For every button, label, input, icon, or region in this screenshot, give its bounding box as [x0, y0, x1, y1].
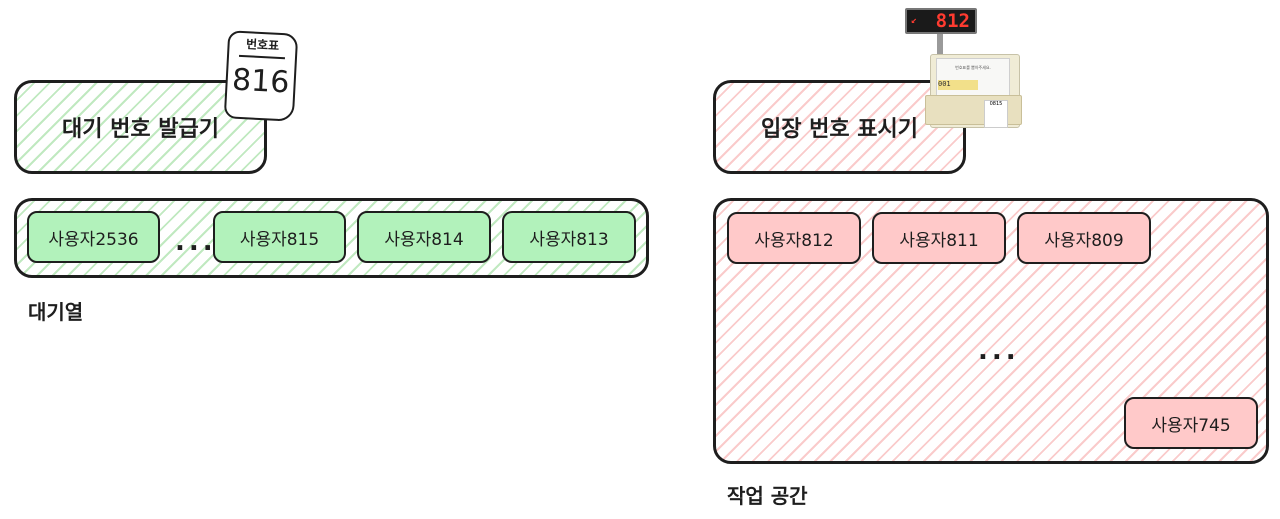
workspace-chip: 사용자809	[1017, 212, 1151, 264]
workspace-chip: 사용자745	[1124, 397, 1258, 449]
queue-box: 사용자2536 ... 사용자815 사용자814 사용자813	[14, 198, 649, 278]
led-display-icon: ↙ 812	[905, 8, 977, 34]
ticket-divider	[238, 54, 286, 60]
queue-chip: 사용자813	[502, 211, 636, 263]
display-box: 입장 번호 표시기	[713, 80, 966, 174]
display-title: 입장 번호 표시기	[761, 117, 918, 142]
queue-chip: 사용자814	[357, 211, 491, 263]
queue-chip: 사용자815	[213, 211, 346, 263]
workspace-box: 사용자812 사용자811 사용자809 ... 사용자745	[713, 198, 1269, 464]
workspace-ellipsis: ...	[978, 336, 1020, 366]
workspace-label: 작업 공간	[727, 484, 808, 508]
kiosk-screen: 번호표를 뽑아주세요.	[936, 58, 1010, 98]
kiosk-ticket: 0815	[984, 100, 1008, 128]
queue-label: 대기열	[28, 300, 84, 324]
workspace-chip: 사용자812	[727, 212, 861, 264]
queue-ellipsis: ...	[175, 227, 217, 257]
issuer-title: 대기 번호 발급기	[62, 117, 219, 142]
led-number: 812	[935, 10, 970, 32]
kiosk-screen-text: 번호표를 뽑아주세요.	[955, 65, 991, 70]
led-arrow-icon: ↙	[911, 15, 918, 26]
ticket-title: 번호표	[245, 37, 280, 53]
kiosk-digital: 001	[938, 80, 978, 90]
kiosk-pole	[937, 34, 943, 54]
workspace-chip: 사용자811	[872, 212, 1006, 264]
ticket-icon: 번호표 816	[223, 30, 299, 122]
ticket-number: 816	[231, 62, 291, 101]
queue-chip: 사용자2536	[27, 211, 160, 263]
